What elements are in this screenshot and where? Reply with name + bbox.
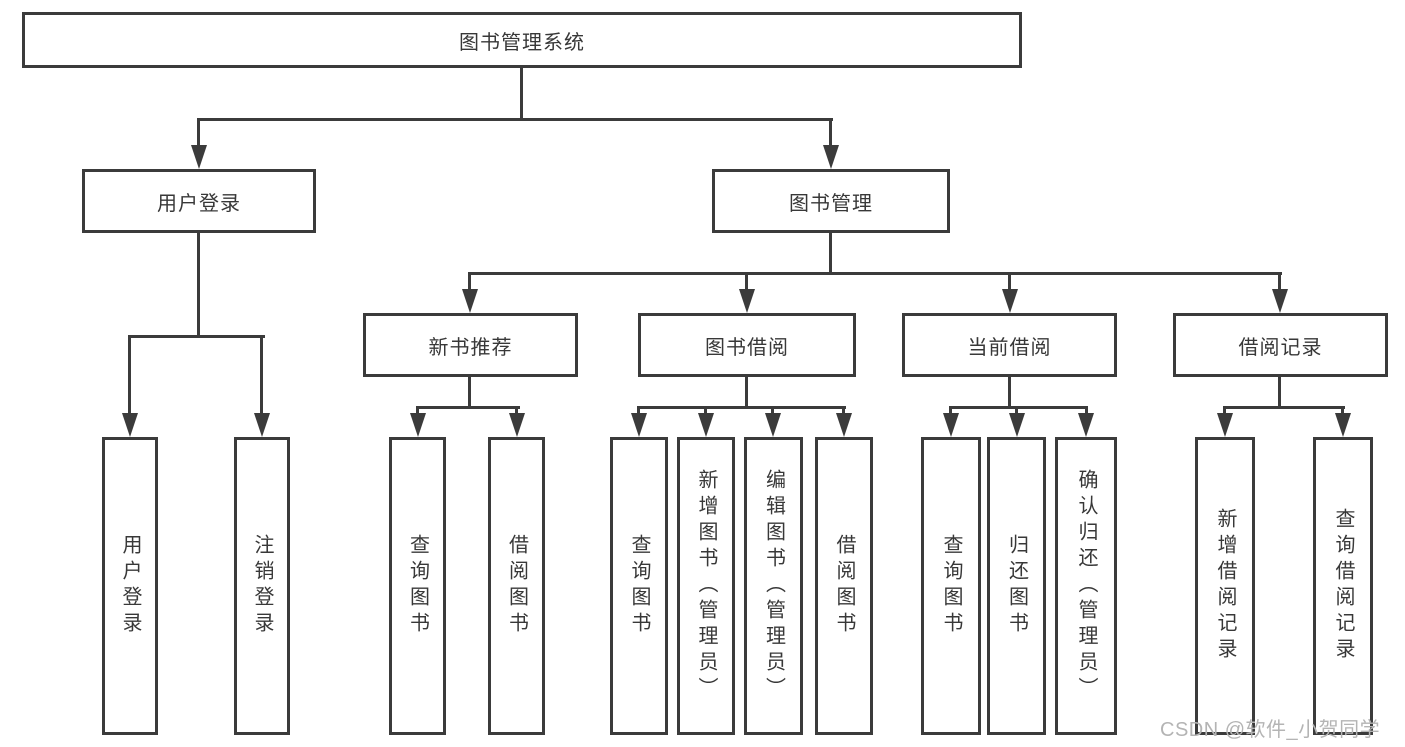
connector-nb-leaf2-drop [515, 406, 518, 413]
connector-records-rail [1223, 406, 1345, 409]
node-leaf-logout: 注销登录 [234, 437, 290, 735]
node-leaf-query-book-1: 查询图书 [389, 437, 446, 735]
arrowhead-nb-leaf2-icon [509, 413, 525, 437]
connector-bb-leaf1-drop [637, 406, 640, 413]
arrowhead-bb-leaf4-icon [836, 413, 852, 437]
arrowhead-newbook-icon [462, 289, 478, 313]
connector-br-leaf1-drop [1223, 406, 1226, 413]
node-leaf-query-book-3: 查询图书 [921, 437, 981, 735]
arrowhead-nb-leaf1-icon [410, 413, 426, 437]
arrowhead-bb-leaf3-icon [765, 413, 781, 437]
connector-cb-leaf2-drop [1015, 406, 1018, 413]
node-leaf-query-book-2: 查询图书 [610, 437, 668, 735]
connector-newbook-drop [468, 272, 471, 289]
connector-bookmgmt-rail [468, 272, 1282, 275]
connector-bookmgmt-stem [829, 233, 832, 272]
connector-userlogin-rail [128, 335, 265, 338]
arrowhead-login-leaf2-icon [254, 413, 270, 437]
connector-nb-leaf1-drop [416, 406, 419, 413]
arrowhead-records-icon [1272, 289, 1288, 313]
node-current-borrow: 当前借阅 [902, 313, 1117, 377]
node-leaf-user-login: 用户登录 [102, 437, 158, 735]
connector-bb-leaf3-drop [771, 406, 774, 413]
arrowhead-bb-leaf1-icon [631, 413, 647, 437]
arrowhead-cb-leaf2-icon [1009, 413, 1025, 437]
connector-userlogin-drop [197, 118, 200, 146]
connector-current-drop [1008, 272, 1011, 289]
node-leaf-borrow-book-1: 借阅图书 [488, 437, 545, 735]
connector-borrow-drop [745, 272, 748, 289]
connector-userlogin-stem [197, 233, 200, 335]
node-book-borrow: 图书借阅 [638, 313, 856, 377]
connector-newbook-stem [468, 377, 471, 406]
connector-login-leaf2-drop [260, 335, 263, 413]
connector-bb-leaf4-drop [842, 406, 845, 413]
arrowhead-br-leaf1-icon [1217, 413, 1233, 437]
connector-login-leaf1-drop [128, 335, 131, 413]
arrowhead-userlogin-icon [191, 145, 207, 169]
arrowhead-login-leaf1-icon [122, 413, 138, 437]
node-leaf-query-borrow-record: 查询借阅记录 [1313, 437, 1373, 735]
arrowhead-bookmgmt-icon [823, 145, 839, 169]
node-leaf-add-book-admin: 新增图书（管理员） [677, 437, 735, 735]
connector-cb-leaf3-drop [1085, 406, 1088, 413]
node-borrow-records: 借阅记录 [1173, 313, 1388, 377]
connector-bookmgmt-drop [829, 118, 832, 146]
connector-newbook-rail [416, 406, 520, 409]
connector-br-leaf2-drop [1341, 406, 1344, 413]
node-book-mgmt: 图书管理 [712, 169, 950, 233]
connector-current-stem [1008, 377, 1011, 406]
connector-borrow-stem [745, 377, 748, 406]
node-leaf-add-borrow-record: 新增借阅记录 [1195, 437, 1255, 735]
connector-borrow-rail [637, 406, 846, 409]
node-user-login: 用户登录 [82, 169, 316, 233]
connector-root-rail [197, 118, 833, 121]
arrowhead-cb-leaf3-icon [1078, 413, 1094, 437]
csdn-watermark: CSDN @软件_小贺同学 [1160, 719, 1381, 741]
node-root: 图书管理系统 [22, 12, 1022, 68]
arrowhead-borrow-icon [739, 289, 755, 313]
node-leaf-return-book: 归还图书 [987, 437, 1046, 735]
connector-records-stem [1278, 377, 1281, 406]
node-leaf-borrow-book-2: 借阅图书 [815, 437, 873, 735]
arrowhead-br-leaf2-icon [1335, 413, 1351, 437]
connector-records-drop [1278, 272, 1281, 289]
node-leaf-confirm-return-admin: 确认归还（管理员） [1055, 437, 1117, 735]
connector-cb-leaf1-drop [949, 406, 952, 413]
connector-bb-leaf2-drop [704, 406, 707, 413]
connector-root-stem [520, 68, 523, 118]
arrowhead-bb-leaf2-icon [698, 413, 714, 437]
node-new-book-rec: 新书推荐 [363, 313, 578, 377]
arrowhead-cb-leaf1-icon [943, 413, 959, 437]
arrowhead-current-icon [1002, 289, 1018, 313]
connector-current-rail [949, 406, 1088, 409]
node-leaf-edit-book-admin: 编辑图书（管理员） [744, 437, 803, 735]
